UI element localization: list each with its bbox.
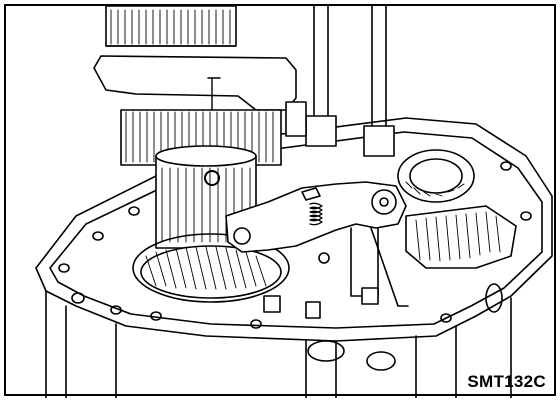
case-bolts <box>263 287 379 319</box>
flange-bolt-holes <box>58 161 532 329</box>
shift-rods <box>285 6 395 157</box>
upper-gear-stack <box>105 6 237 47</box>
figure-frame <box>4 4 556 398</box>
transmission-illustration <box>35 6 553 398</box>
lower-case-body <box>45 290 512 398</box>
lower-helical-gear <box>132 233 290 303</box>
right-bearing <box>397 149 475 203</box>
figure-code-label: SMT132C <box>467 372 546 391</box>
right-gear-cluster <box>405 205 517 269</box>
detent-spring <box>301 187 330 264</box>
